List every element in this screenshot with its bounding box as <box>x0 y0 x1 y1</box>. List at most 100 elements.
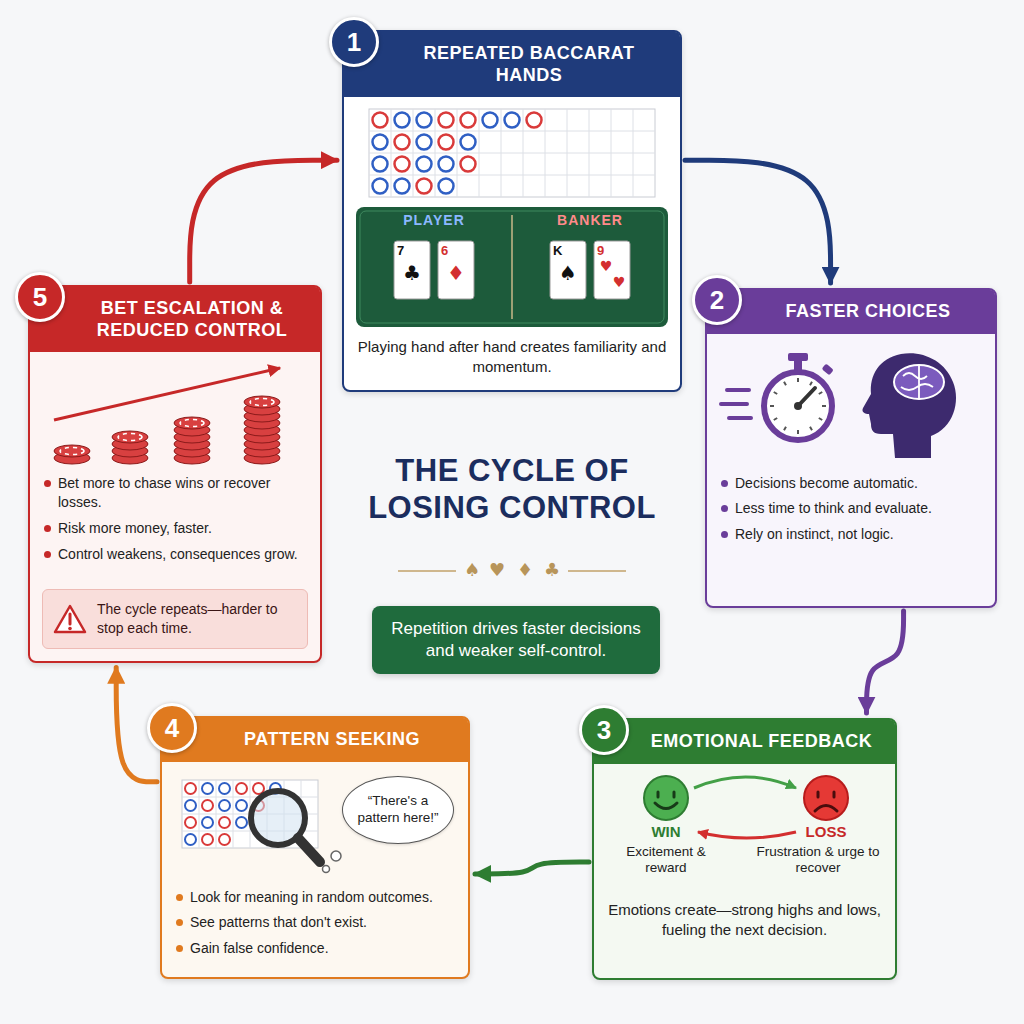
step-box: 4PATTERN SEEKING“There's a pattern here!… <box>160 716 470 979</box>
step-box: 2FASTER CHOICESDecisions become automati… <box>705 288 997 608</box>
card-rank: 6 <box>441 244 448 258</box>
loss-face <box>804 776 848 820</box>
bullet-text: Rely on instinct, not logic. <box>719 525 983 544</box>
warning-note: The cycle repeats—harder to stop each ti… <box>42 589 308 649</box>
cycle-arrow <box>475 862 589 874</box>
cycle-arrow <box>190 160 337 282</box>
stopwatch-stem <box>794 360 802 370</box>
card-suit: ♠ <box>550 262 586 284</box>
step-box: 5BET ESCALATION & REDUCED CONTROLBet mor… <box>28 285 322 663</box>
illustration-area: PLAYERBANKER7♣6♦K♠9♥♥ <box>356 107 668 329</box>
bullet-text: Decisions become automatic. <box>719 474 983 493</box>
illustration-area: “There's a pattern here!” <box>174 772 456 880</box>
bullet-text: Less time to think and evaluate. <box>719 499 983 518</box>
body-text: Emotions create—strong highs and lows, f… <box>606 900 883 941</box>
result-circle <box>461 135 476 150</box>
text-area: Playing hand after hand creates familiar… <box>344 329 680 390</box>
brain-folds <box>901 366 933 398</box>
result-circle <box>527 113 542 128</box>
result-circle <box>253 783 264 794</box>
result-circle <box>373 135 388 150</box>
bullet-text: Look for meaning in random outcomes. <box>174 888 456 907</box>
step-box: 3EMOTIONAL FEEDBACKWINExcitement & rewar… <box>592 718 897 980</box>
suit-ornament: ♦ <box>515 560 535 580</box>
result-circle <box>439 113 454 128</box>
result-circle <box>395 135 410 150</box>
stopwatch-face <box>764 372 832 440</box>
bullet-text: Control weakens, consequences grow. <box>42 545 308 564</box>
illustration-area <box>719 344 983 466</box>
speed-lines <box>721 390 751 418</box>
text-area: Decisions become automatic. Less time to … <box>707 466 995 564</box>
stopwatch-crown <box>788 353 808 361</box>
brain-shape <box>894 365 944 399</box>
result-circle <box>461 113 476 128</box>
chip-stripe <box>60 448 84 455</box>
step-heading: EMOTIONAL FEEDBACK <box>594 720 895 764</box>
bullet-text: Bet more to chase wins or recover losses… <box>42 474 308 512</box>
table-divider <box>511 215 513 319</box>
text-area: Emotions create—strong highs and lows, f… <box>594 892 895 953</box>
result-circle <box>439 179 454 194</box>
stopwatch-ticks <box>770 378 826 434</box>
playing-card <box>594 241 630 299</box>
step-heading: FASTER CHOICES <box>707 290 995 334</box>
result-circle <box>417 179 432 194</box>
win-caption: Excitement & reward <box>606 844 726 878</box>
result-circle <box>219 800 230 811</box>
result-circle <box>395 157 410 172</box>
result-circle <box>373 157 388 172</box>
result-circle <box>373 113 388 128</box>
stopwatch-button <box>822 363 834 375</box>
stopwatch-head-illustration <box>719 344 983 466</box>
face-disc <box>804 776 848 820</box>
poker-chip <box>112 431 148 443</box>
result-circle <box>395 113 410 128</box>
text-area: Look for meaning in random outcomes. See … <box>162 880 468 978</box>
step-heading: REPEATED BACCARAT HANDS <box>344 32 680 97</box>
thought-dot <box>323 865 330 872</box>
card-suit: ♣ <box>394 262 430 284</box>
suit-ornament: ♥ <box>487 560 507 580</box>
thought-bubble: “There's a pattern here!” <box>342 776 454 844</box>
card-suit: ♥ <box>598 259 614 274</box>
step-heading: BET ESCALATION & REDUCED CONTROL <box>30 287 320 352</box>
warning-triangle <box>55 606 85 632</box>
summary-text: Repetition drives faster decisions and w… <box>388 618 644 662</box>
result-circle <box>236 783 247 794</box>
head-silhouette <box>862 353 956 458</box>
chip-stripe <box>250 399 274 406</box>
bullet-text: See patterns that don't exist. <box>174 913 456 932</box>
card-rank: 7 <box>397 244 404 258</box>
step-heading: PATTERN SEEKING <box>162 718 468 762</box>
card-suit: ♥ <box>611 275 627 290</box>
table-side-label: BANKER <box>512 213 668 228</box>
result-circle <box>417 157 432 172</box>
playing-card <box>438 241 474 299</box>
face-disc <box>644 776 688 820</box>
result-circle <box>483 113 498 128</box>
playing-card <box>394 241 430 299</box>
thought-dot <box>331 851 341 861</box>
rising-arrow <box>54 368 280 420</box>
result-circle <box>185 817 196 828</box>
result-circle <box>202 783 213 794</box>
result-circle <box>373 179 388 194</box>
result-circle <box>185 800 196 811</box>
poker-chip <box>54 445 90 457</box>
step-number: 5 <box>15 272 65 322</box>
result-circle <box>202 834 213 845</box>
result-circle <box>185 783 196 794</box>
win-face <box>644 776 688 820</box>
chip-stripe <box>180 420 204 427</box>
result-circle <box>219 834 230 845</box>
result-circle <box>185 834 196 845</box>
cycle-arrow <box>685 160 831 283</box>
text-area: Bet more to chase wins or recover losses… <box>30 466 320 583</box>
baccarat-table <box>356 207 668 327</box>
warning-bar <box>69 614 72 624</box>
face-features <box>815 792 837 811</box>
face-features <box>655 792 677 809</box>
table-side-label: PLAYER <box>356 213 512 228</box>
body-text: Playing hand after hand creates familiar… <box>356 337 668 378</box>
